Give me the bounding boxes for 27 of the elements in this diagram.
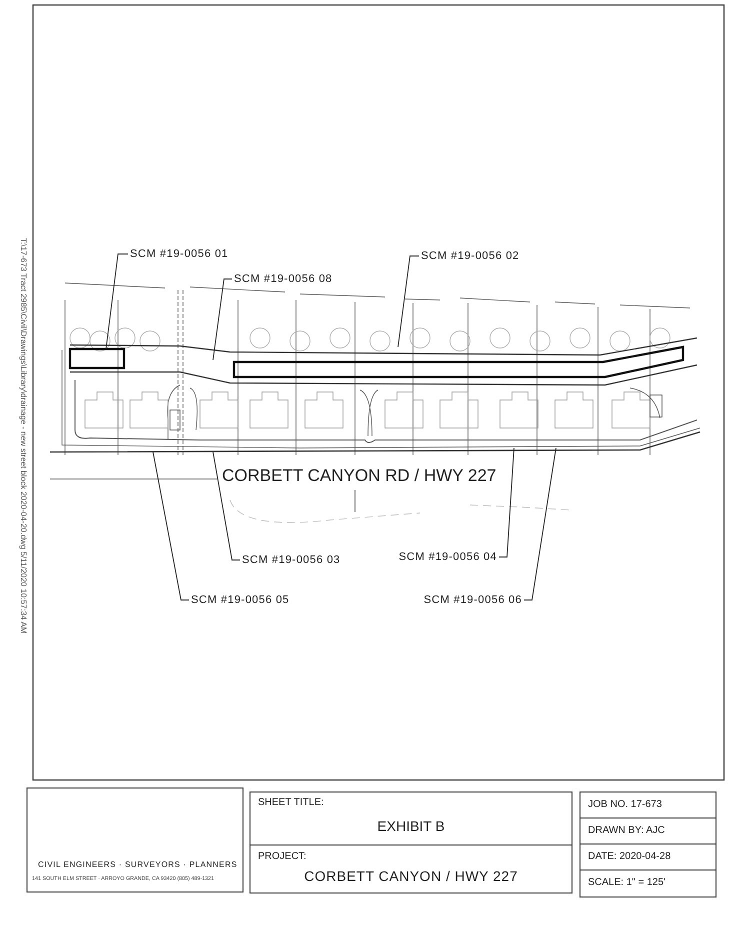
leader-line bbox=[152, 452, 190, 600]
sheet-title: EXHIBIT B bbox=[377, 818, 445, 834]
field-label: SHEET TITLE: bbox=[258, 797, 324, 808]
callout-label: SCM #19-0056 03 bbox=[242, 554, 340, 566]
leader-line bbox=[106, 254, 128, 350]
company-disciplines: CIVIL ENGINEERS · SURVEYORS · PLANNERS bbox=[38, 860, 238, 870]
leader-line bbox=[398, 256, 420, 348]
callout-label: SCM #19-0056 08 bbox=[234, 272, 332, 286]
job-number: JOB NO. 17-673 bbox=[588, 799, 662, 810]
drawing-scale: SCALE: 1" = 125' bbox=[588, 877, 666, 888]
drainage-basin-outline bbox=[232, 346, 684, 378]
callout-label: SCM #19-0056 04 bbox=[398, 550, 497, 564]
callout-label: SCM #19-0056 05 bbox=[191, 594, 290, 606]
leader-line bbox=[212, 278, 232, 360]
road-name: CORBETT CANYON RD / HWY 227 bbox=[222, 466, 496, 486]
file-path-note: T:\17-673 Tract 2985\Civil\Drawings\Library\drainage - new street block 2020-04-20.dwg 5/11/2020 10:57:34 AM bbox=[18, 238, 28, 634]
leader-line bbox=[524, 448, 556, 600]
callout-label: SCM #19-0056 01 bbox=[130, 248, 228, 260]
leader-line bbox=[212, 452, 240, 560]
leader-line bbox=[498, 448, 514, 558]
drawing-date: DATE: 2020-04-28 bbox=[588, 851, 671, 862]
callout-label: SCM #19-0056 06 bbox=[424, 594, 522, 606]
drainage-basin-outline bbox=[68, 348, 126, 370]
drawn-by: DRAWN BY: AJC bbox=[588, 825, 665, 836]
project-name: CORBETT CANYON / HWY 227 bbox=[304, 868, 518, 884]
field-label: PROJECT: bbox=[258, 851, 306, 862]
callout-label: SCM #19-0056 02 bbox=[421, 250, 520, 262]
